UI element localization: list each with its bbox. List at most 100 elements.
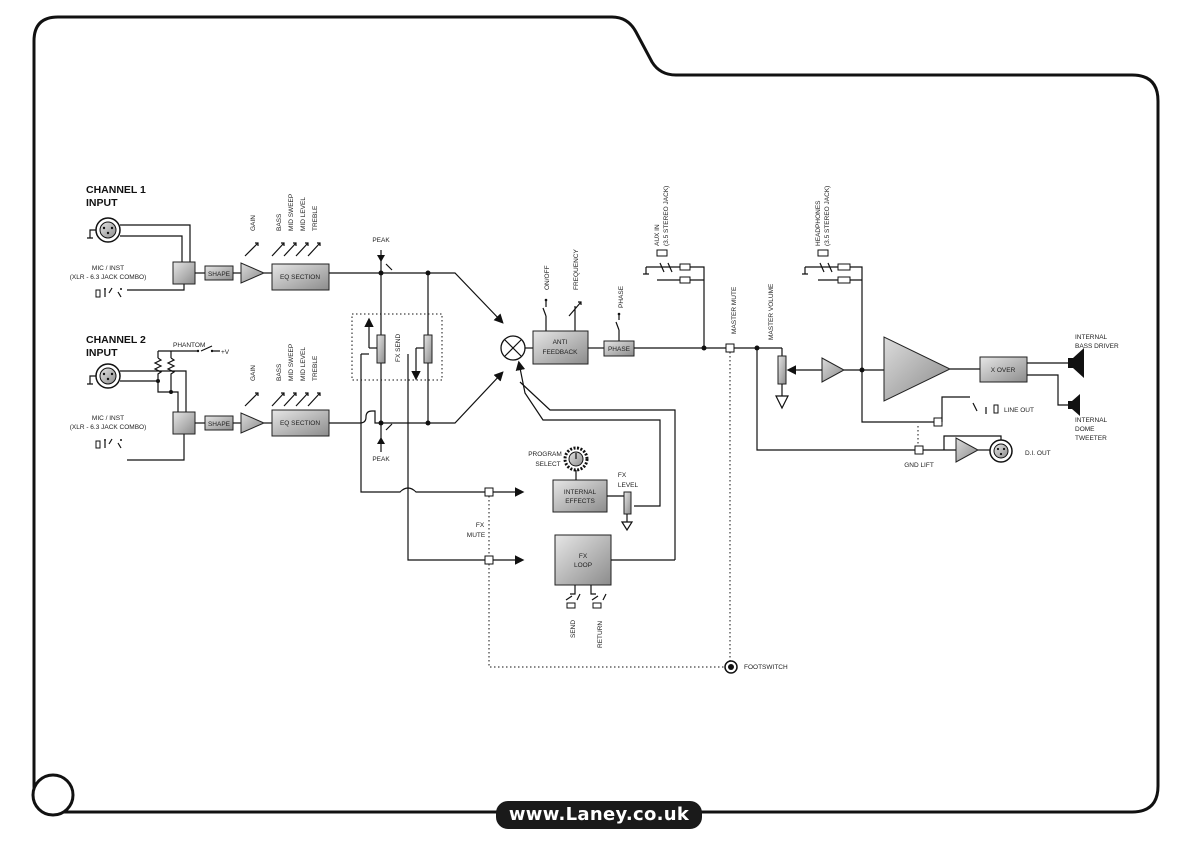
- gnd-lift-switch: [914, 445, 924, 455]
- gain-amp-ch2: [240, 412, 266, 434]
- dome-tweeter-icon: [1068, 394, 1080, 416]
- channel1-title-input: INPUT: [86, 197, 118, 209]
- eq-controls-ch1: GAIN BASS MID SWEEP MID LEVEL TREBLE: [244, 194, 321, 257]
- channel1-mic-combo-label: (XLR - 6.3 JACK COMBO): [70, 274, 147, 281]
- gain-amp-ch1: [240, 262, 266, 284]
- aux-in-jack-label: (3.5 STEREO JACK): [663, 186, 670, 246]
- eq-section-label-ch2: EQ SECTION: [280, 420, 320, 427]
- input-stage-ch1: [172, 261, 196, 285]
- fx-send-box: [351, 313, 443, 381]
- fx-send-pot-ch2: [423, 334, 433, 364]
- jack-switch-ch1-icon: [95, 287, 122, 298]
- eq-section-ch1: [271, 263, 330, 291]
- bass-driver-label-1: INTERNAL: [1075, 334, 1108, 341]
- phase-block-label: PHASE: [608, 346, 631, 353]
- footswitch-jack-icon: [724, 660, 738, 674]
- fx-return-jack-icon: [591, 593, 607, 609]
- fx-loop-label-2: LOOP: [574, 562, 592, 569]
- fx-loop-block: [554, 534, 612, 586]
- mid-sweep-label-ch1: MID SWEEP: [288, 194, 295, 231]
- dome-tweeter-label-3: TWEETER: [1075, 435, 1107, 442]
- fx-mute-switch-internal: [484, 487, 494, 497]
- channel2-title: CHANNEL 2: [86, 334, 146, 346]
- treble-label-ch2: TREBLE: [312, 355, 319, 381]
- fx-level-label-2: LEVEL: [618, 482, 639, 489]
- channel2-mic-label: MIC / INST: [92, 415, 124, 422]
- headphones-jack-icon: [802, 249, 851, 284]
- mid-level-label-ch1: MID LEVEL: [300, 197, 307, 231]
- fx-mute-label-1: FX: [476, 522, 485, 529]
- internal-effects-label-1: INTERNAL: [564, 489, 597, 496]
- gain-label-ch1: GAIN: [250, 215, 257, 231]
- fx-level-label-1: FX: [618, 472, 627, 479]
- mid-level-label-ch2: MID LEVEL: [300, 347, 307, 381]
- page-corner-circle: [31, 773, 75, 817]
- fx-loop-label-1: FX: [579, 553, 588, 560]
- line-out-jack-icon: [993, 404, 999, 414]
- footswitch-label: FOOTSWITCH: [744, 664, 788, 671]
- bass-label-ch1: BASS: [276, 213, 283, 231]
- program-select-label-2: SELECT: [535, 461, 560, 468]
- di-out-xlr-icon: [989, 439, 1013, 463]
- fx-send-label: FX SEND: [395, 334, 402, 362]
- master-volume-label: MASTER VOLUME: [768, 283, 775, 340]
- master-volume-pot: [777, 355, 787, 385]
- phantom-label: PHANTOM: [173, 342, 205, 349]
- program-select-label-1: PROGRAM: [528, 451, 562, 458]
- x-over-label: X OVER: [991, 367, 1016, 374]
- treble-label-ch1: TREBLE: [312, 205, 319, 231]
- page-frame: [32, 15, 1160, 814]
- fx-mute-switch-loop: [484, 555, 494, 565]
- on-off-label: ON/OFF: [544, 265, 551, 290]
- gnd-lift-label: GND LIFT: [904, 462, 934, 469]
- channel2-title-input: INPUT: [86, 347, 118, 359]
- pre-amp-triangle: [821, 357, 846, 383]
- channel2-mic-combo-label: (XLR - 6.3 JACK COMBO): [70, 424, 147, 431]
- master-mute-label: MASTER MUTE: [731, 286, 738, 334]
- shape-label-ch2: SHAPE: [208, 421, 231, 428]
- di-out-label: D.I. OUT: [1025, 450, 1051, 457]
- shape-label-ch1: SHAPE: [208, 271, 231, 278]
- fx-send-jack-icon: [565, 593, 581, 609]
- anti-feedback-label-2: FEEDBACK: [542, 349, 578, 356]
- channel1-title: CHANNEL 1: [86, 184, 146, 196]
- gain-label-ch2: GAIN: [250, 365, 257, 381]
- aux-in-jack-icon: [643, 249, 691, 284]
- bass-label-ch2: BASS: [276, 363, 283, 381]
- phantom-plus-v-label: +V: [221, 349, 230, 356]
- xlr-connector-ch2-icon: [87, 363, 121, 389]
- phase-switch-label: PHASE: [618, 285, 625, 308]
- return-label: RETURN: [597, 621, 604, 648]
- channel1-mic-label: MIC / INST: [92, 265, 124, 272]
- send-label: SEND: [570, 620, 577, 638]
- dome-tweeter-label-2: DOME: [1075, 426, 1095, 433]
- jack-switch-ch2-icon: [95, 438, 122, 449]
- peak-led-ch2-icon: [377, 437, 385, 444]
- laney-website-link[interactable]: www.Laney.co.uk: [496, 801, 702, 829]
- peak-label-ch1: PEAK: [372, 237, 390, 244]
- bass-driver-icon: [1068, 348, 1084, 378]
- peak-led-ch1-icon: [377, 255, 385, 262]
- line-out-switch: [933, 417, 943, 427]
- headphones-label: HEADPHONES: [815, 200, 822, 246]
- power-amp-triangle: [883, 336, 952, 402]
- fx-send-pot-ch1: [376, 334, 386, 364]
- line-out-label: LINE OUT: [1004, 407, 1034, 414]
- dome-tweeter-label-1: INTERNAL: [1075, 417, 1108, 424]
- di-amp-triangle: [955, 437, 980, 463]
- internal-effects-block: [552, 479, 608, 513]
- summing-junction-icon: [500, 335, 526, 361]
- fx-mute-label-2: MUTE: [467, 532, 486, 539]
- headphones-jack-label: (3.5 STEREO JACK): [824, 186, 831, 246]
- anti-feedback-block: [532, 330, 589, 365]
- peak-label-ch2: PEAK: [372, 456, 390, 463]
- x-over-block: [979, 356, 1028, 383]
- program-select-knob-icon: [563, 446, 589, 472]
- anti-feedback-label-1: ANTI: [553, 339, 568, 346]
- eq-controls-ch2: GAIN BASS MID SWEEP MID LEVEL TREBLE: [244, 344, 321, 407]
- bass-driver-label-2: BASS DRIVER: [1075, 343, 1119, 350]
- xlr-connector-ch1-icon: [87, 217, 121, 243]
- eq-section-label-ch1: EQ SECTION: [280, 274, 320, 281]
- fx-level-pot: [623, 491, 632, 515]
